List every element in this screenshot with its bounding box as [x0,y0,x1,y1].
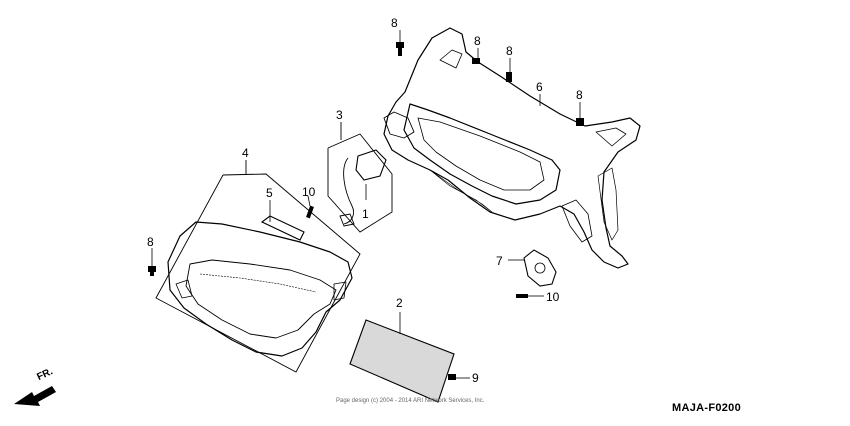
callout-8-a: 8 [391,16,398,30]
callout-5: 5 [266,186,273,200]
leader-lines [151,30,581,379]
lower-cover-part-4[interactable] [167,221,353,357]
bracket-part-7[interactable] [523,249,557,287]
callout-10-b: 10 [546,290,560,304]
screw-part-10 [306,205,528,298]
upper-cover-part-6[interactable] [383,27,641,269]
callout-2: 2 [396,296,403,310]
callout-8-e: 8 [147,235,154,249]
diagram-code: MAJA-F0200 [672,402,742,414]
callout-1: 1 [362,207,369,221]
callout-9: 9 [472,371,479,385]
callout-8-c: 8 [506,44,513,58]
panel-part-2[interactable] [349,319,455,403]
callout-4: 4 [242,146,249,160]
switch-unit-part-1[interactable] [339,149,387,227]
callout-6: 6 [536,80,543,94]
callout-3: 3 [336,108,343,122]
front-direction-arrow-icon [14,386,56,406]
callout-7: 7 [496,254,503,268]
part-3-box [327,122,393,233]
trim-strip-part-5[interactable] [260,215,305,241]
bolt-part-8 [148,42,584,276]
clip-part-9 [448,374,456,380]
part-4-bracket [155,160,361,373]
callout-10-a: 10 [302,185,316,199]
callout-8-d: 8 [576,88,583,102]
callout-8-b: 8 [474,34,481,48]
copyright-notice: Page design (c) 2004 - 2014 ARI Network … [336,398,485,404]
